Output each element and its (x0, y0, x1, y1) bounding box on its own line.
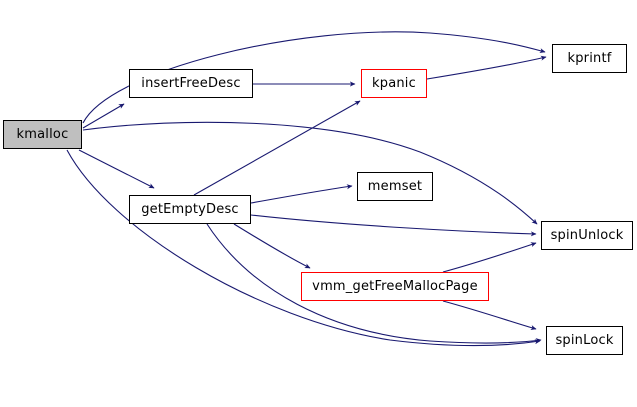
graph-node-label: insertFreeDesc (141, 76, 241, 91)
graph-node-label: kpanic (372, 76, 416, 91)
call-edge-kmalloc-to-kprintf (82, 31, 546, 124)
graph-node-label: memset (367, 179, 423, 194)
call-edge-vmm-to-spinLock (442, 300, 537, 331)
call-edge-getEmptyDesc-to-memset (250, 184, 353, 204)
call-edge-kpanic-to-kprintf (426, 55, 547, 80)
graph-node-memset[interactable]: memset (357, 172, 433, 201)
graph-node-vmm_getFreeMallocPage[interactable]: vmm_getFreeMallocPage (301, 272, 489, 301)
graph-node-kpanic[interactable]: kpanic (361, 69, 427, 98)
call-edge-getEmptyDesc-to-spinUnlock (250, 214, 537, 237)
graph-node-label: getEmptyDesc (141, 202, 239, 217)
graph-node-spinLock[interactable]: spinLock (546, 326, 623, 355)
graph-node-label: spinLock (555, 333, 614, 348)
graph-node-insertFreeDesc[interactable]: insertFreeDesc (129, 69, 253, 98)
call-edge-getEmptyDesc-to-vmm (233, 223, 311, 269)
graph-node-kmalloc[interactable]: kmalloc (3, 120, 82, 149)
graph-node-label: kmalloc (16, 127, 69, 142)
call-edge-vmm-to-spinUnlock (442, 242, 537, 273)
call-edge-getEmptyDesc-to-kpanic (193, 100, 361, 196)
graph-node-spinUnlock[interactable]: spinUnlock (541, 221, 633, 250)
graph-node-label: kprintf (567, 51, 612, 66)
graph-node-kprintf[interactable]: kprintf (552, 44, 627, 73)
call-edge-kmalloc-to-spinLock (66, 149, 541, 347)
call-edge-kmalloc-to-insertFreeDesc (82, 103, 125, 129)
graph-node-getEmptyDesc[interactable]: getEmptyDesc (129, 195, 251, 224)
call-edge-kmalloc-to-getEmptyDesc (78, 149, 155, 189)
graph-node-label: spinUnlock (550, 228, 624, 243)
call-edge-getEmptyDesc-to-spinLock (206, 223, 542, 344)
graph-node-label: vmm_getFreeMallocPage (312, 279, 478, 294)
call-edge-kmalloc-to-spinUnlock (82, 121, 538, 225)
